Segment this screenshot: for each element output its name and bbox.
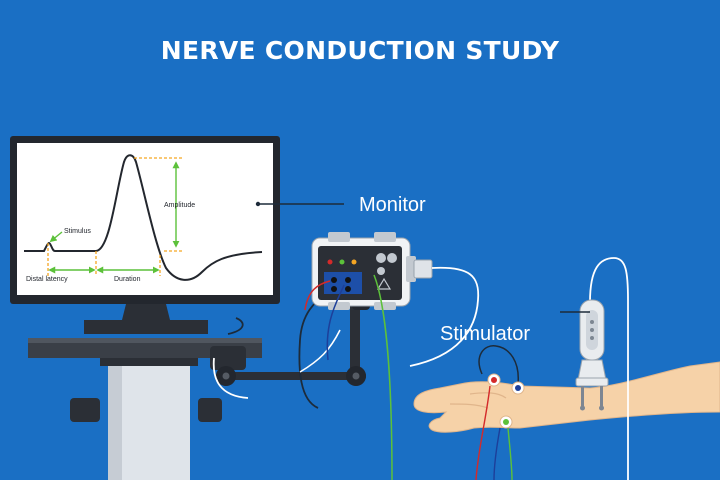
warning-icon xyxy=(376,277,392,290)
connector-plug xyxy=(413,259,433,279)
stimulator-cable xyxy=(409,266,480,367)
probe-cable xyxy=(589,257,629,480)
monitor xyxy=(10,136,280,334)
label-amplitude: Amplitude xyxy=(164,202,195,209)
arm-skin xyxy=(413,361,720,433)
monitor-screen xyxy=(17,143,273,295)
nerve-response-curve xyxy=(24,154,263,281)
lead-green xyxy=(373,274,393,480)
waveform-graph: Stimulus Amplitude Distal latency Durati… xyxy=(24,154,263,283)
label-monitor: Monitor xyxy=(359,194,426,216)
label-stimulus: Stimulus xyxy=(64,228,91,235)
amplifier-box xyxy=(311,232,433,310)
cart-handle-right xyxy=(198,398,222,422)
monitor-neck xyxy=(122,304,170,320)
cart-handle-left xyxy=(70,398,100,422)
label-duration: Duration xyxy=(114,276,141,283)
equipment-cart xyxy=(28,338,262,480)
page-title: NERVE CONDUCTION STUDY xyxy=(160,36,560,65)
label-distal-latency: Distal latency xyxy=(26,276,68,283)
cable-white-1 xyxy=(212,357,249,399)
stimulator-probe xyxy=(575,257,629,480)
label-stimulator: Stimulator xyxy=(440,323,530,345)
monitor-base xyxy=(84,320,208,334)
patient-arm xyxy=(413,361,720,433)
